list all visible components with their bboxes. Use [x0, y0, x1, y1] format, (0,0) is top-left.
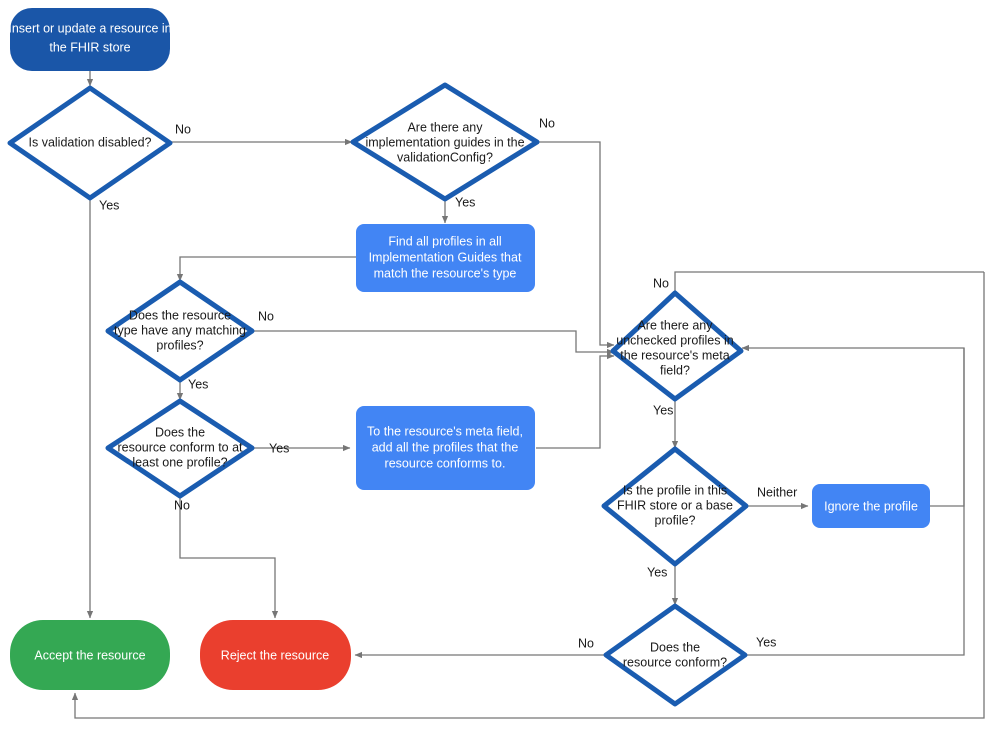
unchecked-profiles-shape: [610, 290, 744, 402]
node-reject-resource[interactable]: Reject the resource: [200, 620, 351, 690]
unchecked-label-line1: Are there any: [637, 318, 713, 332]
conform-one-label-line1: Does the: [155, 425, 205, 439]
edge-label-matchingprofiles-no: No: [258, 309, 274, 323]
ignore-profile-label: Ignore the profile: [824, 499, 918, 513]
connector-layer: [71, 71, 985, 719]
matching-profiles-label-line3: profiles?: [156, 338, 203, 352]
matching-profiles-shape: [105, 279, 255, 383]
edge-label-profilestore-neither: Neither: [757, 485, 797, 499]
edge-resourceconform-yes-to-unchecked: [746, 348, 965, 656]
start-node-shape: [10, 8, 170, 71]
edge-label-conformone-no: No: [174, 498, 190, 512]
edge-label-validation-yes: Yes: [99, 198, 119, 212]
add-profiles-shape: [356, 406, 535, 490]
find-profiles-label-line3: match the resource's type: [374, 266, 517, 280]
matching-profiles-label-line2: type have any matching: [114, 323, 246, 337]
node-decision-validation-disabled[interactable]: Is validation disabled?: [7, 85, 173, 201]
matching-profiles-label-line1: Does the resource: [129, 308, 231, 322]
resource-conform-label-line1: Does the: [650, 640, 700, 654]
edge-label-validation-no: No: [175, 122, 191, 136]
node-start[interactable]: Insert or update a resource in the FHIR …: [8, 8, 172, 71]
accept-label: Accept the resource: [34, 648, 145, 662]
edge-bottom-loop-to-accept: [71, 272, 985, 719]
node-decision-impl-guides[interactable]: Are there any implementation guides in t…: [350, 82, 540, 202]
edge-label-matchingprofiles-yes: Yes: [188, 377, 208, 391]
resource-conform-label-line2: resource conform?: [623, 655, 727, 669]
add-profiles-label-line1: To the resource's meta field,: [367, 424, 523, 438]
reject-shape: [200, 620, 351, 690]
node-process-ignore-profile[interactable]: Ignore the profile: [812, 484, 930, 528]
ignore-profile-shape: [812, 484, 930, 528]
edge-label-conformone-yes: Yes: [269, 441, 289, 455]
node-decision-unchecked-profiles[interactable]: Are there any unchecked profiles in the …: [610, 290, 744, 402]
node-decision-conform-one-profile[interactable]: Does the resource conform to at least on…: [105, 398, 255, 499]
unchecked-label-line3: the resource's meta: [620, 348, 729, 362]
unchecked-label-line2: unchecked profiles in: [616, 333, 733, 347]
find-profiles-shape: [356, 224, 535, 292]
resource-conform-shape: [603, 603, 748, 707]
edge-findprofiles-to-matchingprofiles: [176, 256, 356, 282]
node-decision-resource-conform[interactable]: Does the resource conform?: [603, 603, 748, 707]
conform-one-shape: [105, 398, 255, 499]
node-process-find-profiles[interactable]: Find all profiles in all Implementation …: [356, 224, 535, 292]
node-accept-resource[interactable]: Accept the resource: [10, 620, 170, 690]
node-decision-profile-store[interactable]: Is the profile in this FHIR store or a b…: [601, 446, 749, 567]
start-node-label-line1: Insert or update a resource in: [8, 21, 171, 35]
validation-disabled-label: Is validation disabled?: [29, 135, 152, 149]
profile-store-label-line3: profile?: [655, 513, 696, 527]
validation-disabled-shape: [7, 85, 173, 201]
edge-ignore-to-unchecked: [741, 344, 965, 507]
edge-label-layer: No Yes No Yes No Yes Yes No No Yes Neith…: [99, 116, 797, 650]
conform-one-label-line2: resource conform to at: [117, 440, 243, 454]
impl-guides-label-line3: validationConfig?: [397, 150, 493, 164]
edge-label-resourceconform-yes: Yes: [756, 635, 776, 649]
node-decision-matching-profiles[interactable]: Does the resource type have any matching…: [105, 279, 255, 383]
impl-guides-label-line2: implementation guides in the: [365, 135, 524, 149]
edge-label-resourceconform-no: No: [578, 636, 594, 650]
edge-addprofiles-to-unchecked: [536, 352, 615, 449]
profile-store-label-line2: FHIR store or a base: [617, 498, 733, 512]
impl-guides-label-line1: Are there any: [407, 120, 483, 134]
edge-label-unchecked-no: No: [653, 276, 669, 290]
edge-label-implguides-no: No: [539, 116, 555, 130]
add-profiles-label-line3: resource conforms to.: [385, 456, 506, 470]
unchecked-label-line4: field?: [660, 363, 690, 377]
profile-store-shape: [601, 446, 749, 567]
conform-one-label-line3: least one profile?: [132, 455, 227, 469]
edge-label-implguides-yes: Yes: [455, 195, 475, 209]
edge-label-unchecked-yes: Yes: [653, 403, 673, 417]
edge-unchecked-no-to-accept: [674, 271, 984, 292]
edge-label-profilestore-yes: Yes: [647, 565, 667, 579]
find-profiles-label-line2: Implementation Guides that: [369, 250, 522, 264]
edge-conformone-no-to-reject: [179, 497, 279, 619]
edge-matchingprofiles-no-to-unchecked: [253, 330, 615, 356]
impl-guides-shape: [350, 82, 540, 202]
start-node-label-line2: the FHIR store: [49, 40, 130, 54]
node-process-add-profiles[interactable]: To the resource's meta field, add all th…: [356, 406, 535, 490]
edge-implguides-no-to-unchecked: [538, 141, 615, 349]
find-profiles-label-line1: Find all profiles in all: [388, 234, 501, 248]
profile-store-label-line1: Is the profile in this: [623, 483, 727, 497]
accept-shape: [10, 620, 170, 690]
reject-label: Reject the resource: [221, 648, 329, 662]
add-profiles-label-line2: add all the profiles that the: [372, 440, 519, 454]
